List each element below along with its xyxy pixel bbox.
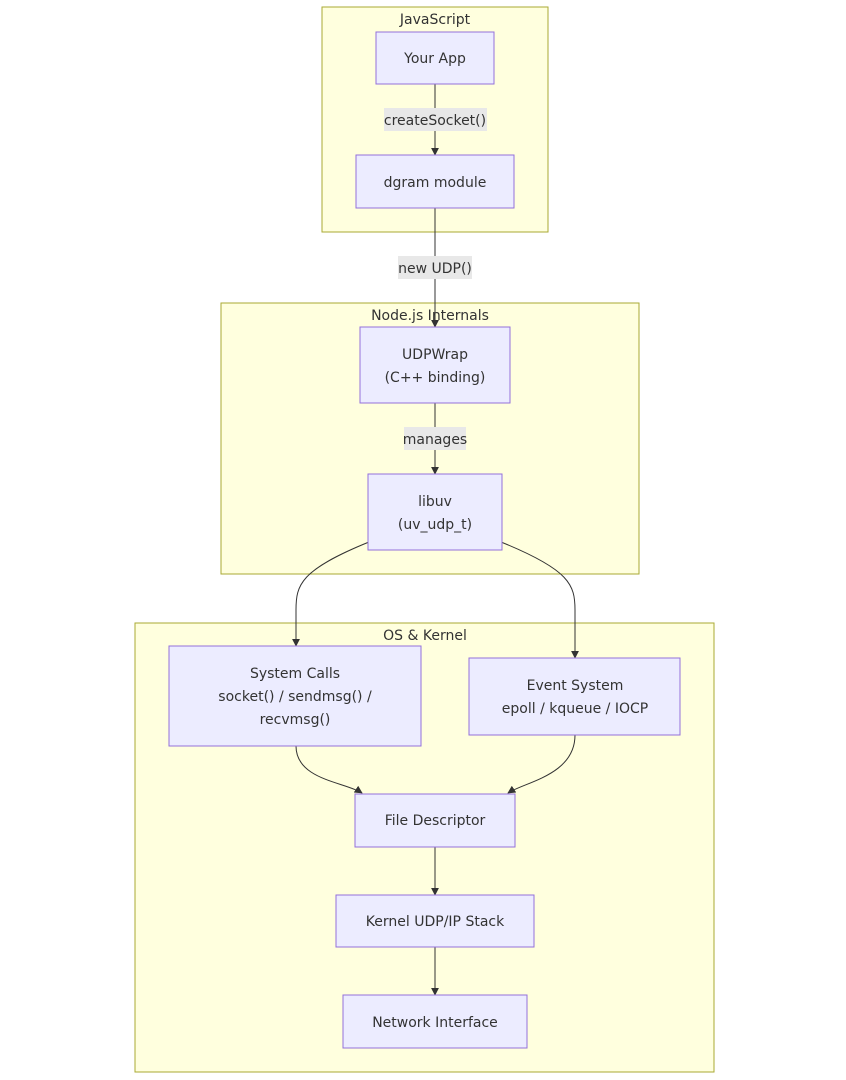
edge-libuv-to-events [500,541,579,659]
node-udpwrap-line2: (C++ binding) [385,370,486,386]
cluster-title-javascript: JavaScript [399,12,471,28]
node-udpwrap: UDPWrap (C++ binding) [359,326,511,404]
node-system-calls-line1: System Calls [250,666,340,682]
node-kernel-udp-ip-stack-label: Kernel UDP/IP Stack [366,914,505,930]
edge-label-createsocket-text: createSocket() [384,113,486,129]
node-udpwrap-line1: UDPWrap [402,347,468,363]
edge-syscalls-to-fd [295,745,363,794]
edge-label-createsocket: createSocket() [384,108,487,131]
node-file-descriptor-label: File Descriptor [385,813,486,829]
node-kernel-udp-ip-stack: Kernel UDP/IP Stack [335,894,535,948]
node-system-calls-line2: socket() / sendmsg() / [218,689,372,705]
node-libuv: libuv (uv_udp_t) [367,473,503,551]
cluster-title-nodejs-internals: Node.js Internals [371,308,489,324]
edge-label-manages-text: manages [403,432,467,448]
edge-label-new-udp-text: new UDP() [398,261,472,277]
node-your-app: Your App [375,31,495,85]
edge-events-to-fd [507,734,576,794]
node-libuv-line1: libuv [418,494,452,510]
node-network-interface-label: Network Interface [372,1015,498,1031]
node-event-system: Event System epoll / kqueue / IOCP [468,657,681,736]
node-dgram-module: dgram module [355,154,515,209]
node-dgram-module-label: dgram module [384,175,487,191]
edge-label-manages: manages [403,427,467,450]
node-libuv-line2: (uv_udp_t) [398,517,472,533]
cluster-title-os-kernel: OS & Kernel [383,628,467,644]
node-file-descriptor: File Descriptor [354,793,516,848]
node-system-calls-line3: recvmsg() [260,712,331,728]
edge-label-new-udp: new UDP() [398,256,472,279]
edge-libuv-to-syscalls [292,541,370,647]
node-network-interface: Network Interface [342,994,528,1049]
node-event-system-line1: Event System [527,678,624,694]
node-event-system-line2: epoll / kqueue / IOCP [502,701,648,717]
node-system-calls: System Calls socket() / sendmsg() / recv… [168,645,422,747]
node-your-app-label: Your App [403,51,466,67]
